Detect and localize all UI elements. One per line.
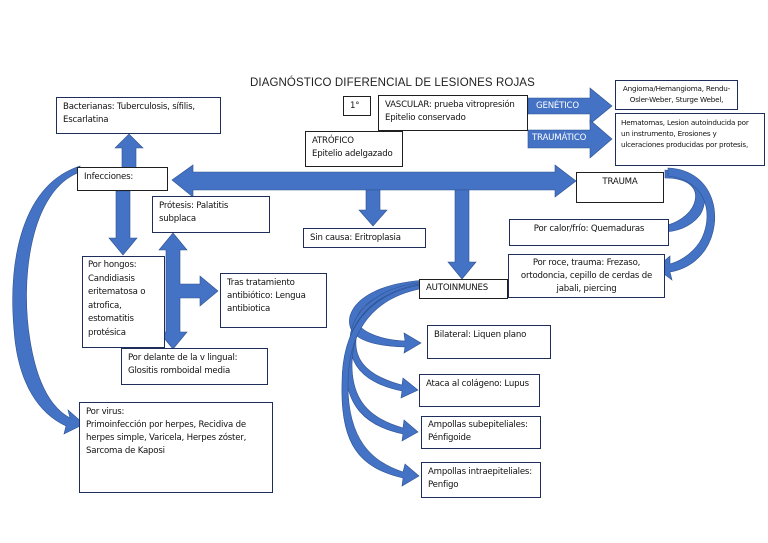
virus-box: Por virus: Primoinfección por herpes, Re… [79,402,273,493]
arrow-curve-auto-intra [341,283,426,487]
arrow-curve-auto-bilateral [349,279,429,354]
arrow-traumatico [527,119,613,159]
traumatico-detail-box: Hematomas, Lesion autoinducida por un in… [615,113,765,166]
atrofico-box: ATRÓFICO Epitelio adelgazado [305,131,403,167]
bacterianas-box: Bacterianas: Tuberculosis, sífilis, Esca… [56,97,221,134]
colageno-box: Ataca al colágeno: Lupus [419,374,540,407]
arrow-down-hongos [108,190,138,256]
arrow-vertical-protesis-glositis [158,232,219,350]
genetico-detail-box: Angioma/Hemangioma, Rendu-Osler-Weber, S… [615,80,738,110]
traumatico-label: TRAUMÁTICO [532,133,587,143]
arrow-up-bacterianas [114,133,144,169]
arrow-down-sin-causa [358,189,388,227]
hongos-box: Por hongos: Candidiasis eritematosa o at… [82,256,165,348]
sin-causa-box: Sin causa: Eritroplasia [303,228,426,248]
arrow-curve-infecciones-virus [12,165,85,435]
genetico-label: GENÉTICO [536,101,579,111]
trauma-box: TRAUMA [576,172,664,203]
vascular-box: VASCULAR: prueba vitropresión Epitelio c… [378,95,528,131]
first-level-box: 1° [343,96,371,116]
intraepiteliales-box: Ampollas intraepiteliales: Penfigo [421,462,541,498]
diagram-title: DIAGNÓSTICO DIFERENCIAL DE LESIONES ROJA… [250,77,535,89]
subepiteliales-box: Ampollas subepiteliales: Pénfigoide [421,416,541,449]
tras-antibiotico-box: Tras tratamiento antibiótico: Lengua ant… [220,273,327,328]
roce-trauma-box: Por roce, trauma: Frezaso, ortodoncia, c… [508,254,665,298]
arrow-down-autoinmunes [447,189,477,280]
bilateral-box: Bilateral: Liquen plano [427,325,551,359]
infecciones-box: Infecciones: [77,167,168,191]
calor-frio-box: Por calor/frío: Quemaduras [509,219,669,246]
autoinmunes-box: AUTOINMUNES [419,279,508,299]
arrow-genetico [527,87,613,125]
glositis-box: Por delante de la v lingual: Glositis ro… [121,348,268,385]
protesis-box: Prótesis: Palatitis subplaca [152,196,270,233]
